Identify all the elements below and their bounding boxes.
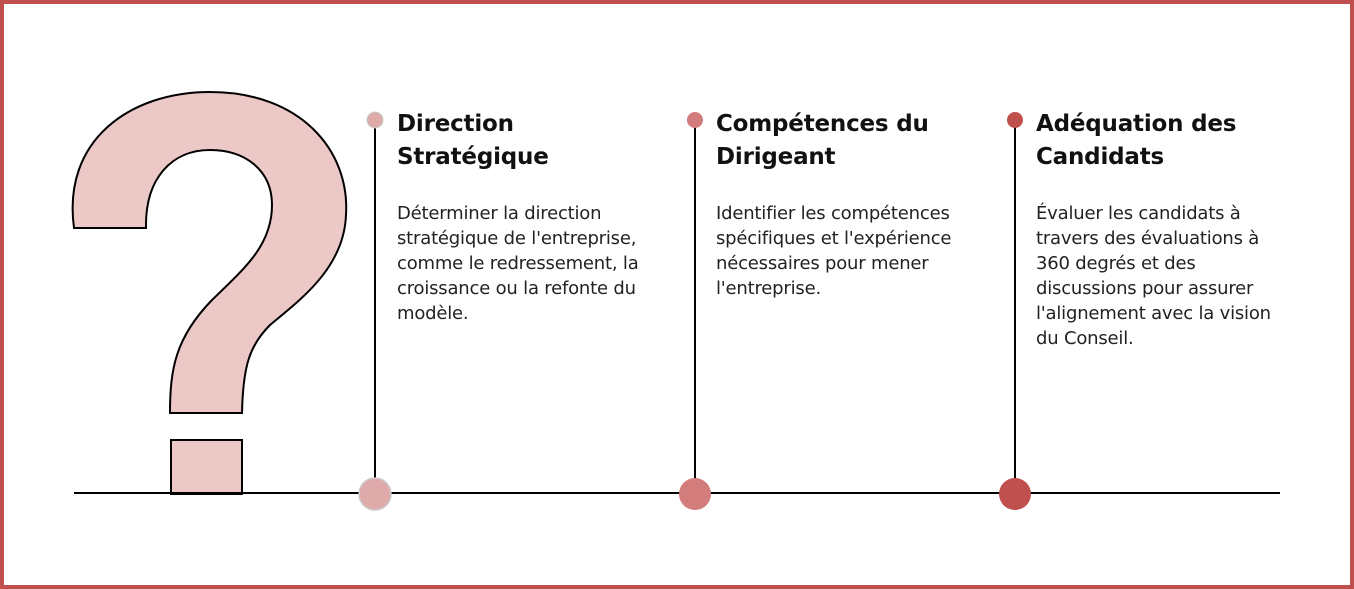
step-2-top-dot [687,112,703,128]
step-2-description: Identifier les compétences spécifiques e… [716,203,952,299]
step-1: Direction Stratégique Déterminer la dire… [397,108,647,326]
step-1-top-dot [366,111,384,129]
step-3-marker [999,478,1031,510]
step-1-title: Direction Stratégique [397,111,549,170]
step-3-top-dot [1007,112,1023,128]
question-mark-dot [170,439,243,495]
step-2: Compétences du Dirigeant Identifier les … [716,108,966,301]
step-1-marker [358,477,392,511]
step-3: Adéquation des Candidats Évaluer les can… [1036,108,1276,351]
question-mark-icon [71,90,348,414]
step-2-title: Compétences du Dirigeant [716,111,929,170]
step-2-marker [679,478,711,510]
step-1-description: Déterminer la direction stratégique de l… [397,203,639,324]
step-3-description: Évaluer les candidats à travers des éval… [1036,203,1271,349]
step-3-title: Adéquation des Candidats [1036,111,1237,170]
